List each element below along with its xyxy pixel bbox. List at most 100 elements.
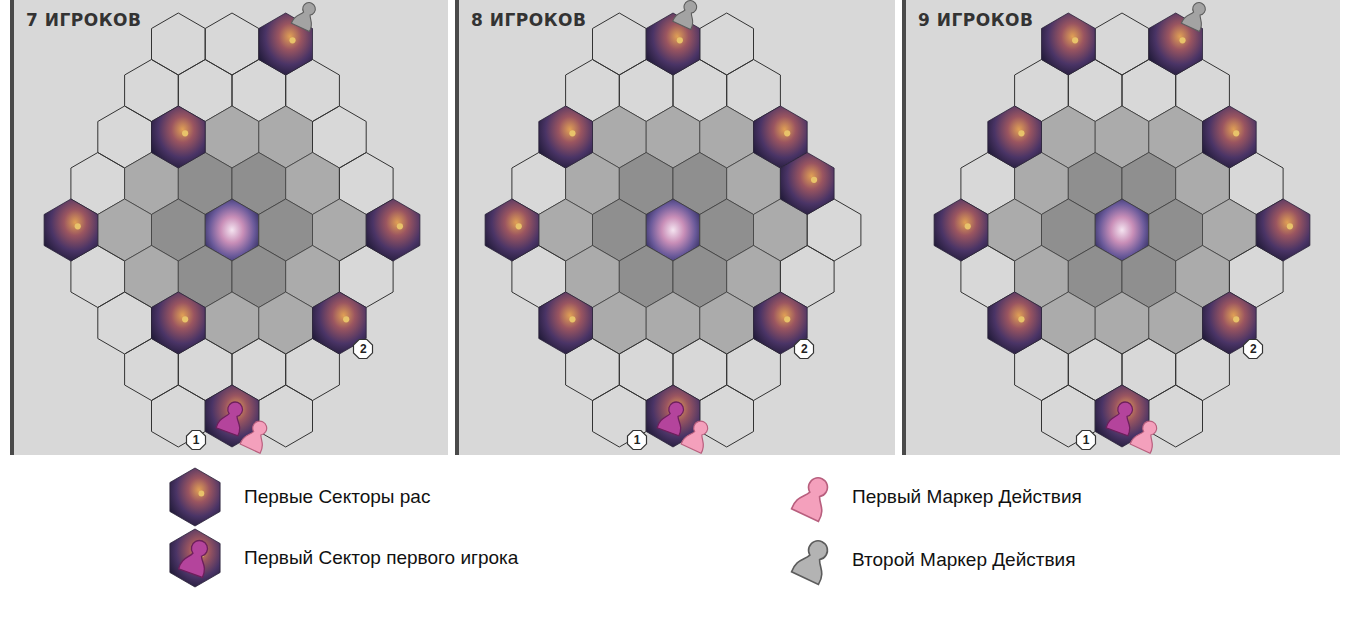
hex-cell <box>700 13 754 75</box>
race-sector <box>988 292 1042 354</box>
callout-number: 1 <box>1075 429 1097 451</box>
pawn-shape <box>791 535 835 584</box>
hex-cell <box>593 292 647 354</box>
hex-cell <box>98 292 152 354</box>
race-sector <box>1256 199 1310 261</box>
sector-planet <box>289 37 295 43</box>
race-sectors <box>934 13 1310 447</box>
sector-planet <box>198 491 204 497</box>
pawn-shape <box>1130 417 1163 453</box>
sector-planet <box>569 130 575 136</box>
sector-planet <box>1179 37 1185 43</box>
sector-planet <box>965 223 971 229</box>
legend-item: Первые Секторы рас <box>160 467 430 527</box>
hex-cell <box>259 385 313 447</box>
sector-planet <box>784 316 790 322</box>
sector-tile <box>539 292 593 354</box>
race-sector <box>366 199 420 261</box>
hex-grid <box>512 13 861 447</box>
race-sector <box>988 106 1042 168</box>
sector-tile <box>170 468 220 526</box>
pawn-shape <box>1106 398 1139 435</box>
sector-planet <box>1018 316 1024 322</box>
sector-tile <box>170 529 220 587</box>
hex-cell <box>700 385 754 447</box>
legend-label: Первый Маркер Действия <box>852 486 1082 508</box>
hex-cell <box>1095 13 1149 75</box>
sector-planet <box>182 130 188 136</box>
sector-planet <box>1233 316 1239 322</box>
sector-tile <box>1042 13 1096 75</box>
hex-cell <box>259 292 313 354</box>
legend-label: Первые Секторы рас <box>244 486 430 508</box>
sector-planet <box>397 223 403 229</box>
race-sector <box>539 292 593 354</box>
hex-cell <box>205 13 259 75</box>
legend-item: Первый Сектор первого игрока <box>160 528 518 588</box>
player-count-panel: 9 ИГРОКОВ12 <box>902 0 1340 455</box>
hex-cell <box>1149 385 1203 447</box>
callout-label: 2 <box>1242 338 1264 360</box>
hex-cell <box>152 13 206 75</box>
race-sector <box>170 468 220 526</box>
sector-tile <box>934 199 988 261</box>
hex-cell <box>205 292 259 354</box>
sector-planet <box>516 223 522 229</box>
hex-map <box>459 0 895 455</box>
legend-icon <box>160 528 230 588</box>
sector-planet <box>343 316 349 322</box>
sector-tile <box>152 106 206 168</box>
hex-cell <box>1042 292 1096 354</box>
callout-label: 2 <box>793 338 815 360</box>
legend-label: Первый Сектор первого игрока <box>244 547 518 569</box>
hex-cell <box>593 13 647 75</box>
race-sector <box>152 292 206 354</box>
hex-grid <box>71 13 393 447</box>
race-sector <box>1203 106 1257 168</box>
sector-planet <box>1233 130 1239 136</box>
callout-label: 1 <box>626 429 648 451</box>
sector-tile <box>539 106 593 168</box>
action-pawn <box>178 537 214 578</box>
action-pawn <box>1181 0 1210 32</box>
sector-tile <box>988 106 1042 168</box>
sector-planet <box>75 223 81 229</box>
player-count-panel: 8 ИГРОКОВ 1 2 <box>455 0 895 455</box>
callout-number: 2 <box>1242 338 1264 360</box>
sector-tile <box>485 199 539 261</box>
sector-tile <box>988 292 1042 354</box>
action-pawn <box>291 0 320 32</box>
action-pawn <box>673 0 702 30</box>
sector-planet <box>182 316 188 322</box>
action-pawn <box>791 472 835 521</box>
sector-tile <box>44 199 98 261</box>
race-sector <box>44 199 98 261</box>
race-sectors <box>485 13 834 447</box>
pawn-shape <box>681 417 714 453</box>
callout-number: 2 <box>793 338 815 360</box>
race-sector <box>780 153 834 215</box>
hex-cell <box>646 292 700 354</box>
action-pawn <box>240 417 273 453</box>
sector-planet <box>1018 130 1024 136</box>
race-sector <box>1042 13 1096 75</box>
pawn-shape <box>291 0 320 32</box>
callout-number: 1 <box>185 429 207 451</box>
panel-heading: 8 ИГРОКОВ <box>471 10 587 30</box>
action-pawn <box>1130 417 1163 453</box>
legend-icon <box>788 530 838 590</box>
race-sectors <box>44 13 420 447</box>
sector-tile <box>152 292 206 354</box>
sector-tile <box>1203 106 1257 168</box>
action-pawn <box>1106 398 1139 435</box>
pawn-shape <box>178 537 214 578</box>
legend-icon <box>788 467 838 527</box>
callout-number: 2 <box>352 338 374 360</box>
action-pawn <box>657 398 690 435</box>
pawn-shape <box>657 398 690 435</box>
hex-cell <box>700 292 754 354</box>
pawn-shape <box>240 417 273 453</box>
sector-tile <box>780 153 834 215</box>
player-count-panel: 7 ИГРОКОВ12 <box>10 0 448 455</box>
race-sector <box>170 529 220 587</box>
